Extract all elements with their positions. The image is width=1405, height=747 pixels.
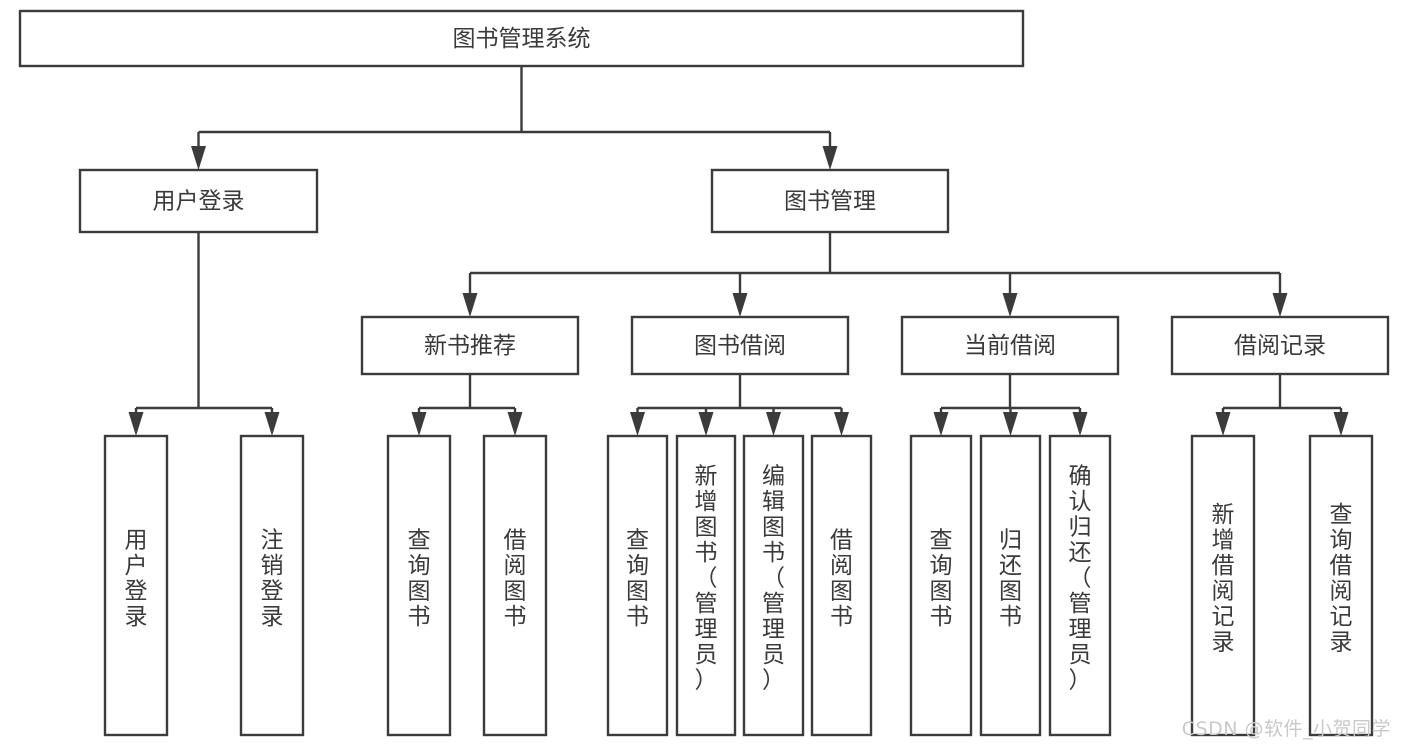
node-label: 图书借阅 [694,333,786,359]
node-leaf-9[interactable]: 查询图书 [909,434,973,737]
node-label: 新书推荐 [424,333,516,359]
node-label: 图书管理系统 [453,26,591,52]
node-label: 用户登录 [125,527,148,630]
connector-arrowhead [1003,412,1018,436]
node-box [386,434,452,737]
node-label: 查询借阅记录 [1330,502,1353,656]
connector-arrowhead [191,146,206,170]
node-box [103,434,169,737]
node-box [742,434,805,737]
node-box [630,315,850,376]
node-label: 编辑图书（管理员） [762,464,785,694]
node-box [900,315,1120,376]
node-label: 查询图书 [626,527,649,630]
node-submodule-2[interactable]: 图书借阅 [630,315,850,376]
node-leaf-8[interactable]: 借阅图书 [810,434,873,737]
node-leaf-13[interactable]: 查询借阅记录 [1308,434,1374,737]
connector-arrowhead [1333,412,1349,436]
node-label: 借阅图书 [830,527,853,630]
node-label: 新增图书（管理员） [695,464,718,694]
node-label: 借阅记录 [1234,333,1326,359]
connector-arrowhead [1002,293,1018,317]
node-module-2[interactable]: 图书管理 [710,168,950,234]
connector-arrowhead [933,412,949,436]
node-label: 用户登录 [153,189,245,215]
node-box [1308,434,1374,737]
node-root-system[interactable]: 图书管理系统 [18,9,1025,68]
node-leaf-10[interactable]: 归还图书 [979,434,1042,737]
connector-arrowhead [698,412,714,436]
node-module-1[interactable]: 用户登录 [78,168,319,234]
node-box [1190,434,1256,737]
node-leaf-3[interactable]: 查询图书 [386,434,452,737]
node-submodule-3[interactable]: 当前借阅 [900,315,1120,376]
connector-arrowhead [128,412,144,436]
node-box [606,434,669,737]
node-label: 当前借阅 [964,333,1056,359]
node-layer: 图书管理系统用户登录图书管理新书推荐图书借阅当前借阅借阅记录用户登录注销登录查询… [18,9,1390,737]
connector-arrowhead [822,146,838,170]
node-box [675,434,737,737]
node-label: 注销登录 [261,527,284,630]
node-label: 归还图书 [999,527,1022,630]
node-leaf-4[interactable]: 借阅图书 [482,434,548,737]
connector-arrowhead [1215,412,1231,436]
node-label: 图书管理 [784,189,876,215]
node-label: 确认归还（管理员） [1069,464,1092,694]
watermark-label: CSDN @软件_小贺同学 [1181,718,1391,740]
connector-arrowhead [1072,412,1088,436]
node-leaf-12[interactable]: 新增借阅记录 [1190,434,1256,737]
connector-arrowhead [462,293,478,317]
connector-arrowhead [507,412,523,436]
node-leaf-6[interactable]: 新增图书（管理员） [675,434,737,737]
node-box [360,315,580,376]
node-box [1170,315,1390,376]
connector-arrowhead [411,412,427,436]
node-box [18,9,1025,68]
node-box [810,434,873,737]
node-submodule-4[interactable]: 借阅记录 [1170,315,1390,376]
node-leaf-2[interactable]: 注销登录 [239,434,305,737]
node-box [1048,434,1112,737]
node-label: 查询图书 [930,527,953,630]
connector-arrowhead [264,412,280,436]
node-leaf-7[interactable]: 编辑图书（管理员） [742,434,805,737]
connector-arrowhead [1272,293,1288,317]
node-box [909,434,973,737]
connector-arrowhead [834,412,849,436]
node-leaf-5[interactable]: 查询图书 [606,434,669,737]
node-box [78,168,319,234]
node-box [979,434,1042,737]
connector-layer [128,66,1349,436]
node-submodule-1[interactable]: 新书推荐 [360,315,580,376]
node-label: 新增借阅记录 [1212,502,1235,656]
connector-arrowhead [766,412,781,436]
node-box [482,434,548,737]
node-label: 查询图书 [408,527,431,630]
node-box [239,434,305,737]
node-leaf-11[interactable]: 确认归还（管理员） [1048,434,1112,737]
node-label: 借阅图书 [504,527,527,630]
node-leaf-1[interactable]: 用户登录 [103,434,169,737]
connector-arrowhead [732,293,748,317]
connector-arrowhead [630,412,645,436]
node-box [710,168,950,234]
